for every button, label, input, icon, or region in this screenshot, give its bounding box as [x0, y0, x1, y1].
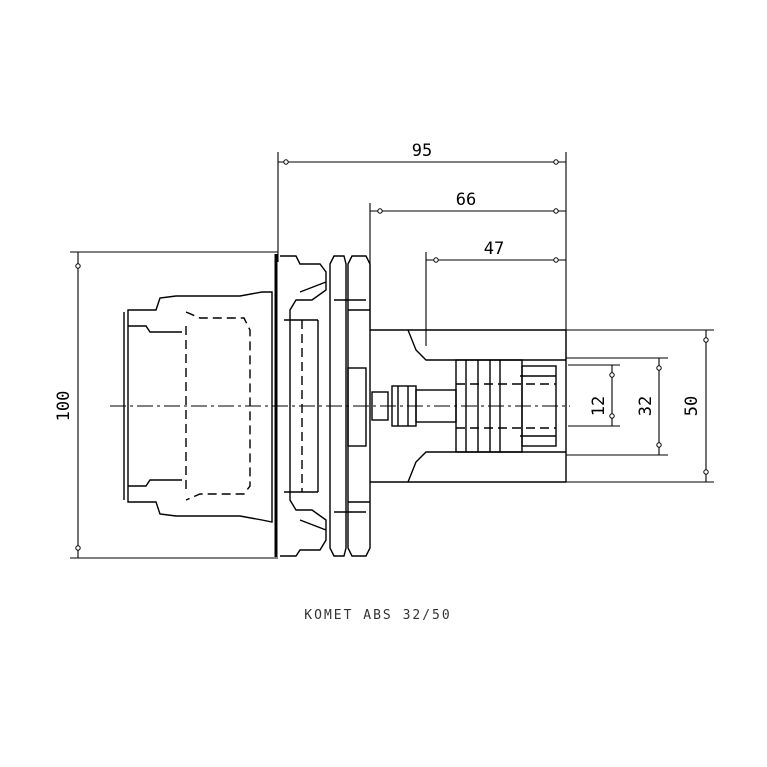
dimension-32: 32: [566, 357, 668, 456]
dimension-label-47: 47: [484, 239, 504, 259]
dimension-95: 95: [277, 141, 567, 360]
dimension-100: 100: [54, 251, 278, 559]
dimension-66: 66: [369, 190, 566, 330]
dimension-label-12: 12: [589, 396, 609, 416]
dimension-12: 12: [568, 364, 620, 427]
dimension-label-50: 50: [682, 396, 702, 416]
dimension-label-95: 95: [412, 141, 432, 161]
rear-hub: [123, 291, 273, 523]
dimension-label-100: 100: [54, 391, 74, 422]
dimension-label-32: 32: [636, 396, 656, 416]
dimension-50: 50: [566, 329, 714, 483]
dimension-label-66: 66: [456, 190, 476, 210]
collar: [329, 255, 371, 557]
drawing-caption: KOMET ABS 32/50: [304, 608, 451, 623]
